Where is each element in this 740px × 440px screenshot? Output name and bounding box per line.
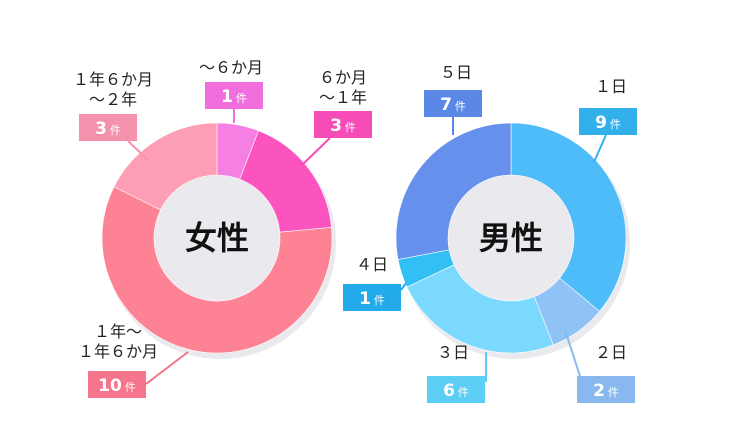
segment-label: １日 [595,77,627,96]
count-value: 3 [330,116,342,136]
count-box [205,82,263,109]
leader-line [127,140,149,161]
donut-slice [101,186,333,354]
segment-label: ５日 [440,63,472,82]
count-unit: 件 [236,92,247,105]
leader-line [145,351,189,385]
count-box [424,90,482,117]
count-box [79,114,137,141]
count-unit: 件 [345,121,356,134]
segment-label: ～２年 [89,90,137,109]
segment-label: ～１年 [319,88,367,107]
leader-line [593,134,607,163]
count-box [88,371,146,398]
count-value: 6 [443,381,455,401]
count-value: 10 [98,376,122,396]
count-box [577,376,635,403]
segment-label: １年６か月 [78,342,158,361]
donut-center-title: 男性 [479,219,543,257]
count-unit: 件 [458,386,469,399]
count-value: 2 [593,381,605,401]
count-unit: 件 [125,381,136,394]
segment-label: １年６か月 [73,70,153,89]
count-unit: 件 [374,294,385,307]
count-unit: 件 [110,124,121,137]
segment-label: ～６か月 [199,58,263,77]
segment-label: ６か月 [319,68,367,87]
leader-line [400,282,407,291]
donut-slice [113,122,218,211]
count-value: 9 [595,113,607,133]
donut-slice [406,264,554,354]
segment-label: ３日 [437,343,469,362]
count-box [314,111,372,138]
count-unit: 件 [610,118,621,131]
count-box [579,108,637,135]
count-value: 1 [359,289,371,309]
leader-line [301,137,331,166]
segment-label: ２日 [595,343,627,362]
donut-slice [510,122,627,312]
count-unit: 件 [608,386,619,399]
count-unit: 件 [455,100,466,113]
segment-label: ４日 [356,255,388,274]
count-value: 3 [95,119,107,139]
segment-label: １年～ [94,322,142,341]
donut-slice [395,122,512,260]
leader-line [564,329,581,377]
count-box [427,376,485,403]
count-value: 7 [440,95,452,115]
count-value: 1 [221,87,233,107]
count-box [343,284,401,311]
donut-center-title: 女性 [185,219,249,257]
